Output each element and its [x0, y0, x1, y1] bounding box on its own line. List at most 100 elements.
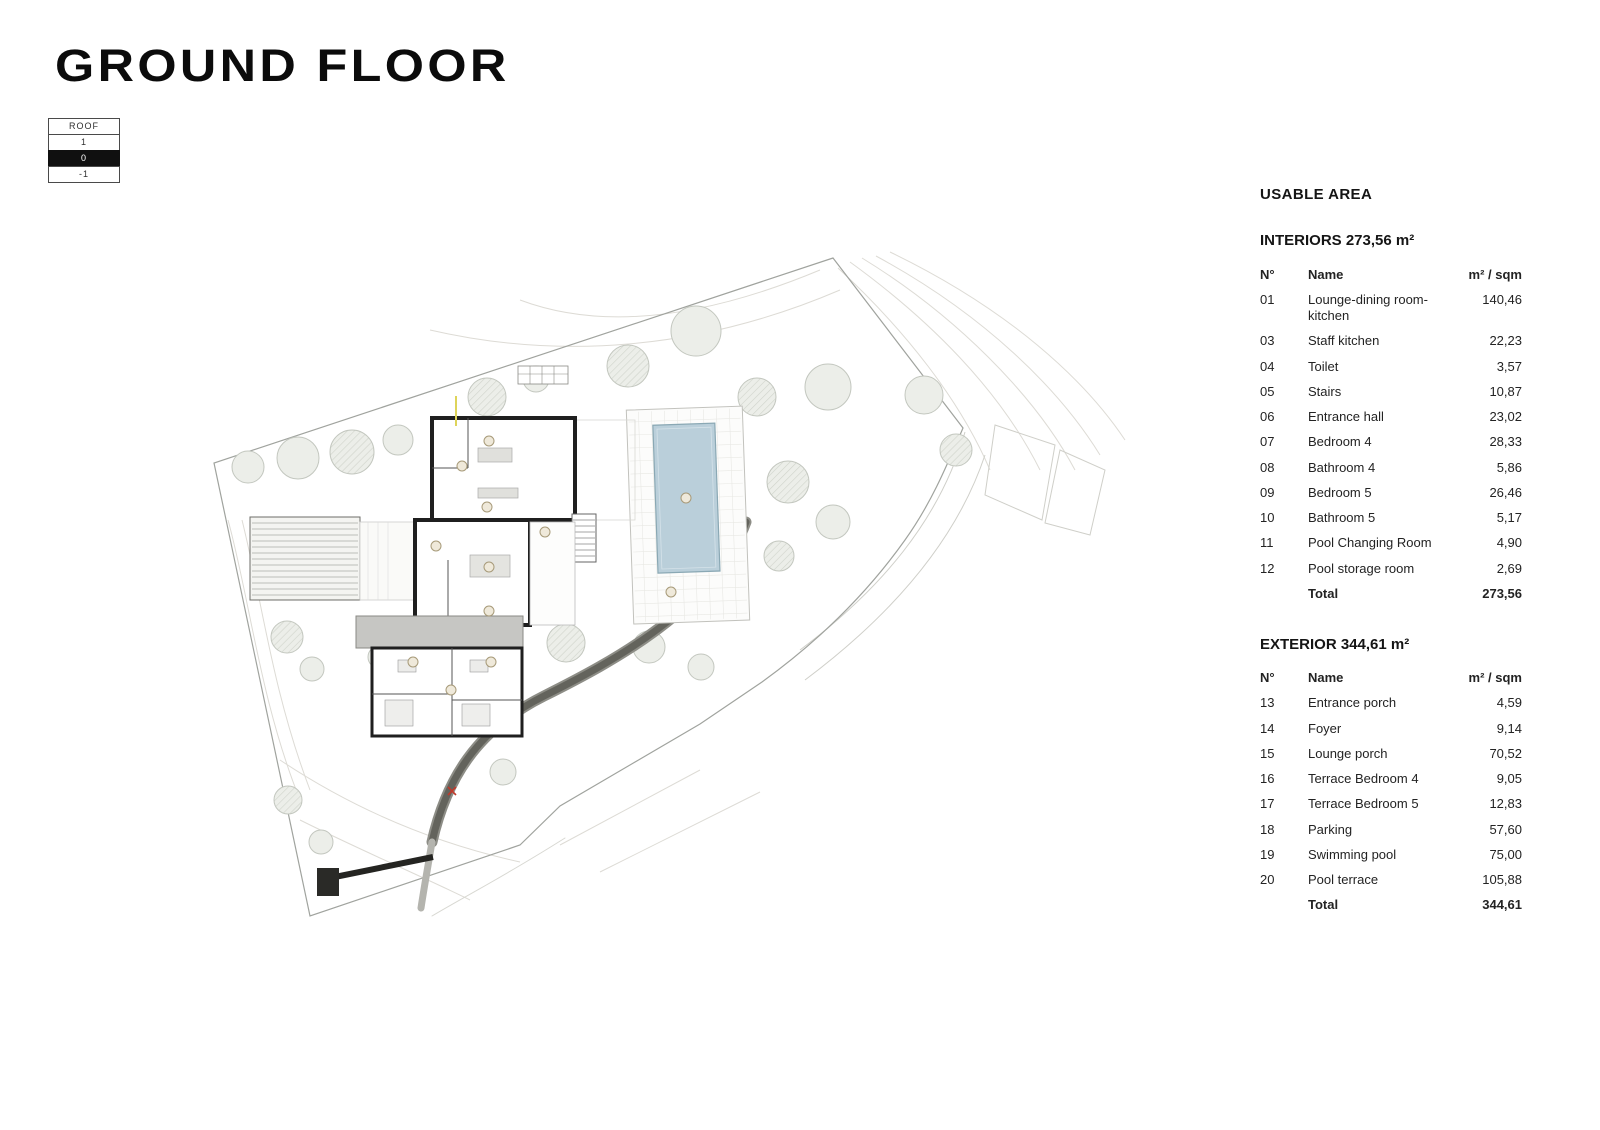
exterior-heading: EXTERIOR 344,61 m²	[1260, 635, 1410, 653]
row-no: 18	[1260, 821, 1275, 837]
table-row: 05 Stairs 10,87	[1260, 379, 1522, 404]
table-row: 15 Lounge porch 70,52	[1260, 741, 1522, 766]
row-name: Entrance hall	[1308, 409, 1384, 424]
tree-icon	[815, 504, 851, 540]
tree-icon	[231, 450, 265, 484]
row-no: 19	[1260, 846, 1275, 862]
exterior-table: N° Name m² / sqm 13 Entrance porch 4,59 …	[1260, 666, 1522, 919]
row-no: 11	[1260, 535, 1274, 551]
total-value: 344,61	[1482, 897, 1522, 913]
page-title: GROUND FLOOR	[55, 40, 510, 91]
row-area: 12,83	[1489, 796, 1522, 812]
row-no: 15	[1260, 745, 1275, 761]
row-name: Entrance porch	[1308, 695, 1397, 711]
tree-icon	[276, 436, 320, 480]
table-row: 03 Staff kitchen 22,23	[1260, 329, 1522, 354]
tree-icon	[329, 429, 375, 475]
row-name: Lounge-dining room-kitchen	[1308, 291, 1428, 323]
tree-icon	[670, 305, 722, 357]
tree-icon	[737, 377, 777, 417]
col-name: Name	[1308, 266, 1344, 282]
row-name: Foyer	[1308, 720, 1342, 736]
table-row: 10 Bathroom 5 5,17	[1260, 506, 1522, 531]
floor-option-minus-1[interactable]: -1	[48, 166, 120, 183]
col-name: Name	[1308, 670, 1344, 685]
pool-deck	[625, 405, 751, 625]
row-no: 20	[1260, 872, 1275, 887]
usable-area-panel: USABLE AREA INTERIORS 273,56 m² N° Name …	[1260, 186, 1522, 918]
row-no: 06	[1260, 409, 1275, 424]
table-row: 17 Terrace Bedroom 5 12,83	[1260, 792, 1522, 817]
row-name: Lounge porch	[1308, 745, 1388, 761]
table-total-row: Total 344,61	[1260, 893, 1522, 918]
row-area: 4,90	[1496, 535, 1522, 551]
row-name: Stairs	[1308, 383, 1342, 399]
table-total-row: Total 273,56	[1260, 581, 1522, 606]
tree-icon	[939, 433, 973, 467]
row-no: 07	[1260, 434, 1275, 450]
total-label: Total	[1308, 897, 1339, 913]
row-name: Terrace Bedroom 5	[1308, 796, 1419, 812]
row-area: 28,33	[1489, 434, 1522, 450]
col-area: m² / sqm	[1468, 266, 1522, 282]
tree-icon	[273, 785, 303, 815]
tree-icon	[382, 424, 414, 456]
row-name: Bathroom 4	[1308, 459, 1376, 475]
row-no: 17	[1260, 796, 1275, 812]
row-no: 01	[1260, 291, 1275, 307]
row-area: 5,17	[1496, 510, 1522, 525]
tree-icon	[546, 623, 586, 663]
row-area: 4,59	[1496, 695, 1522, 711]
site-boundary	[213, 257, 964, 917]
floor-selector: ROOF 1 0 -1	[48, 118, 120, 183]
row-area: 26,46	[1489, 484, 1522, 500]
plan-mini-table	[517, 365, 569, 385]
tree-icon	[606, 344, 650, 388]
floor-option-0[interactable]: 0	[48, 150, 120, 167]
tree-icon	[763, 540, 795, 572]
table-header: N° Name m² / sqm	[1260, 262, 1522, 287]
row-no: 13	[1260, 695, 1275, 711]
row-name: Bedroom 4	[1308, 434, 1372, 450]
table-row: 13 Entrance porch 4,59	[1260, 691, 1522, 716]
table-row: 08 Bathroom 4 5,86	[1260, 455, 1522, 480]
total-value: 273,56	[1482, 585, 1522, 601]
row-area: 57,60	[1489, 821, 1522, 837]
row-area: 105,88	[1482, 872, 1522, 887]
table-row: 06 Entrance hall 23,02	[1260, 405, 1522, 430]
interiors-table: N° Name m² / sqm 01 Lounge-dining room-k…	[1260, 262, 1522, 607]
row-area: 23,02	[1489, 409, 1522, 424]
row-area: 9,05	[1496, 771, 1522, 786]
floor-option-roof[interactable]: ROOF	[48, 118, 120, 135]
total-label: Total	[1308, 585, 1339, 601]
table-row: 19 Swimming pool 75,00	[1260, 842, 1522, 867]
row-area: 5,86	[1496, 459, 1522, 475]
table-row: 07 Bedroom 4 28,33	[1260, 430, 1522, 455]
row-area: 75,00	[1489, 846, 1522, 862]
table-row: 01 Lounge-dining room-kitchen 140,46	[1260, 287, 1522, 329]
table-row: 09 Bedroom 5 26,46	[1260, 480, 1522, 505]
row-no: 10	[1260, 510, 1275, 525]
row-area: 140,46	[1482, 291, 1522, 307]
row-name: Pool terrace	[1308, 872, 1379, 887]
floor-option-1[interactable]: 1	[48, 134, 120, 151]
row-name: Staff kitchen	[1308, 333, 1380, 349]
row-name: Pool storage room	[1308, 560, 1415, 576]
room-markers	[407, 435, 692, 696]
trees	[231, 305, 973, 855]
table-row: 11 Pool Changing Room 4,90	[1260, 531, 1522, 556]
table-header: N° Name m² / sqm	[1260, 666, 1522, 691]
table-row: 20 Pool terrace 105,88	[1260, 868, 1522, 893]
retaining-wall	[317, 854, 434, 896]
row-no: 12	[1260, 560, 1275, 576]
row-area: 3,57	[1496, 358, 1522, 374]
tree-icon	[270, 620, 304, 654]
row-no: 04	[1260, 358, 1275, 374]
red-x-marker	[447, 786, 457, 796]
row-no: 14	[1260, 720, 1275, 736]
row-no: 05	[1260, 383, 1275, 399]
tree-icon	[904, 375, 944, 415]
table-row: 04 Toilet 3,57	[1260, 354, 1522, 379]
panel-heading: USABLE AREA	[1260, 186, 1373, 203]
